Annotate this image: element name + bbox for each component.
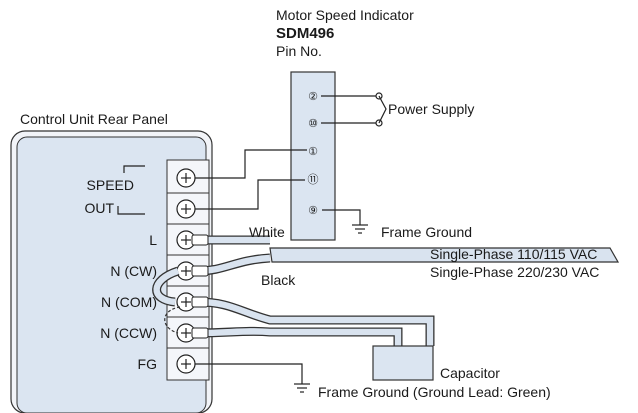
terminal-fg-label: FG xyxy=(138,356,157,372)
indicator-terminal-block xyxy=(290,71,336,241)
terminal-n-cw-label: N (CW) xyxy=(110,263,157,279)
power-brace xyxy=(378,95,387,124)
speed-bracket-bottom xyxy=(117,206,145,215)
white-wire-label: White xyxy=(249,224,285,240)
supply-110-label: Single-Phase 110/115 VAC xyxy=(430,246,597,262)
pin-heading: Pin No. xyxy=(276,43,322,59)
capacitor xyxy=(372,345,434,381)
indicator-model: SDM496 xyxy=(276,25,334,42)
indicator-pins: ② ⑩ ① ⑪ ⑨ xyxy=(308,91,319,217)
capacitor-label: Capacitor xyxy=(440,365,500,381)
terminal-dividers xyxy=(167,192,209,349)
pin-1: ① xyxy=(308,146,318,158)
out-signal-wire xyxy=(195,179,305,210)
terminal-l-label: L xyxy=(149,232,157,248)
ground-icon xyxy=(352,224,368,234)
speed-bracket-top xyxy=(123,165,145,173)
pin9-ground-lead xyxy=(322,209,361,225)
pin-9: ⑨ xyxy=(308,205,318,217)
indicator-title: Motor Speed Indicator xyxy=(276,7,414,23)
frame-ground-label: Frame Ground xyxy=(381,224,472,240)
power-supply-label: Power Supply xyxy=(388,101,474,117)
crimp-lugs xyxy=(191,234,209,339)
terminal-n-ccw-label: N (CCW) xyxy=(100,325,157,341)
terminal-n-com-label: N (COM) xyxy=(101,294,157,310)
fg-ground-lead xyxy=(195,363,303,384)
pin-10: ⑩ xyxy=(308,118,318,130)
ground-icon xyxy=(294,383,310,393)
terminal-speed-label: SPEED xyxy=(87,177,134,193)
speed-signal-wire xyxy=(195,149,307,179)
power-cable xyxy=(269,247,620,263)
supply-220-label: Single-Phase 220/230 VAC xyxy=(430,264,599,280)
screw-plus-marks xyxy=(181,173,191,369)
control-unit-title: Control Unit Rear Panel xyxy=(20,111,168,127)
terminal-out-label: OUT xyxy=(84,200,114,216)
frame-ground-green-label: Frame Ground (Ground Lead: Green) xyxy=(318,384,551,400)
pin-2: ② xyxy=(308,91,318,103)
pin-11: ⑪ xyxy=(308,173,319,186)
black-wire-label: Black xyxy=(261,272,296,288)
motor-leads xyxy=(152,266,435,346)
